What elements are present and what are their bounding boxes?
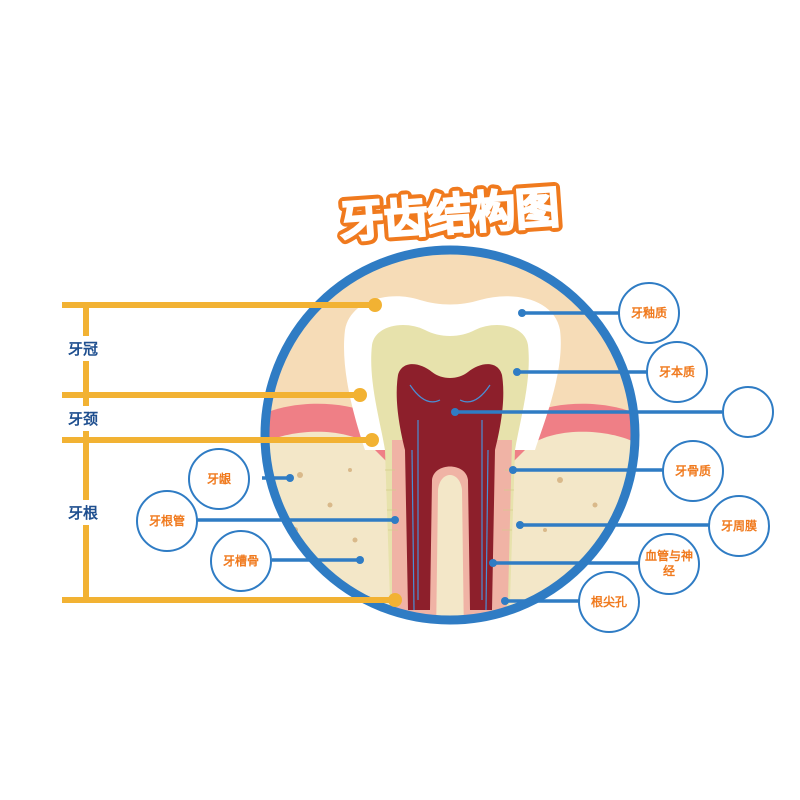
label-pulp	[722, 386, 774, 438]
left-pointer-dots	[286, 474, 399, 564]
bracket-dots	[353, 298, 402, 607]
circle-outline	[260, 245, 640, 625]
label-enamel: 牙釉质	[618, 282, 680, 344]
nerve-strands	[409, 384, 491, 611]
right-pointers	[455, 311, 722, 603]
label-root-canal: 牙根管	[136, 490, 198, 552]
root-interior	[436, 475, 464, 620]
region-bracket	[62, 302, 395, 603]
right-pointer-dots	[451, 309, 526, 605]
label-alveolar-bone: 牙槽骨	[210, 530, 272, 592]
alveolar-bone-left	[265, 431, 395, 620]
region-label-root: 牙根	[68, 500, 99, 525]
title-text: 牙齿结构图	[338, 182, 561, 248]
left-pointers	[197, 476, 395, 562]
region-label-crown: 牙冠	[68, 336, 99, 361]
label-gum: 牙龈	[188, 448, 250, 510]
diagram-title: 牙齿结构图 牙齿结构图	[333, 177, 566, 253]
label-dentin: 牙本质	[646, 341, 708, 403]
label-cementum: 牙骨质	[662, 440, 724, 502]
region-label-neck: 牙颈	[68, 406, 99, 431]
pulp-shape	[396, 364, 504, 610]
label-periodontal-membrane: 牙周膜	[708, 495, 770, 557]
label-vessels-nerves: 血管与神经	[638, 533, 700, 595]
label-apical-foramen: 根尖孔	[578, 571, 640, 633]
